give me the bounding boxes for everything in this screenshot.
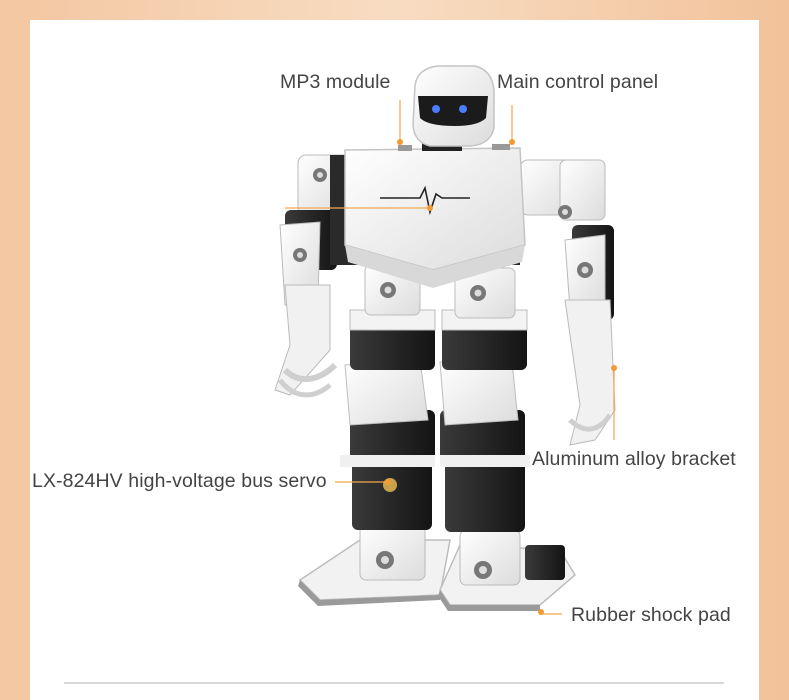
humanoid-robot-illustration [274,65,617,615]
heartbeat-decal [380,185,470,216]
left-lower-leg [340,410,435,530]
bottom-divider [64,682,724,684]
bus-servo-label: LX-824HV high-voltage bus servo [32,470,327,492]
mp3-module-label: MP3 module [280,71,391,93]
torso [330,144,526,288]
main-control-panel-label: Main control panel [497,71,659,93]
head [412,65,495,151]
aluminum-alloy-bracket-label: Aluminum alloy bracket [532,448,736,470]
right-arm [519,159,616,446]
left-eye [432,105,440,113]
rubber-shock-pad-label: Rubber shock pad [571,604,731,626]
right-ankle-servo [525,545,565,580]
aluminum-bracket [564,299,616,446]
right-lower-leg [440,410,530,532]
right-eye [459,105,467,113]
